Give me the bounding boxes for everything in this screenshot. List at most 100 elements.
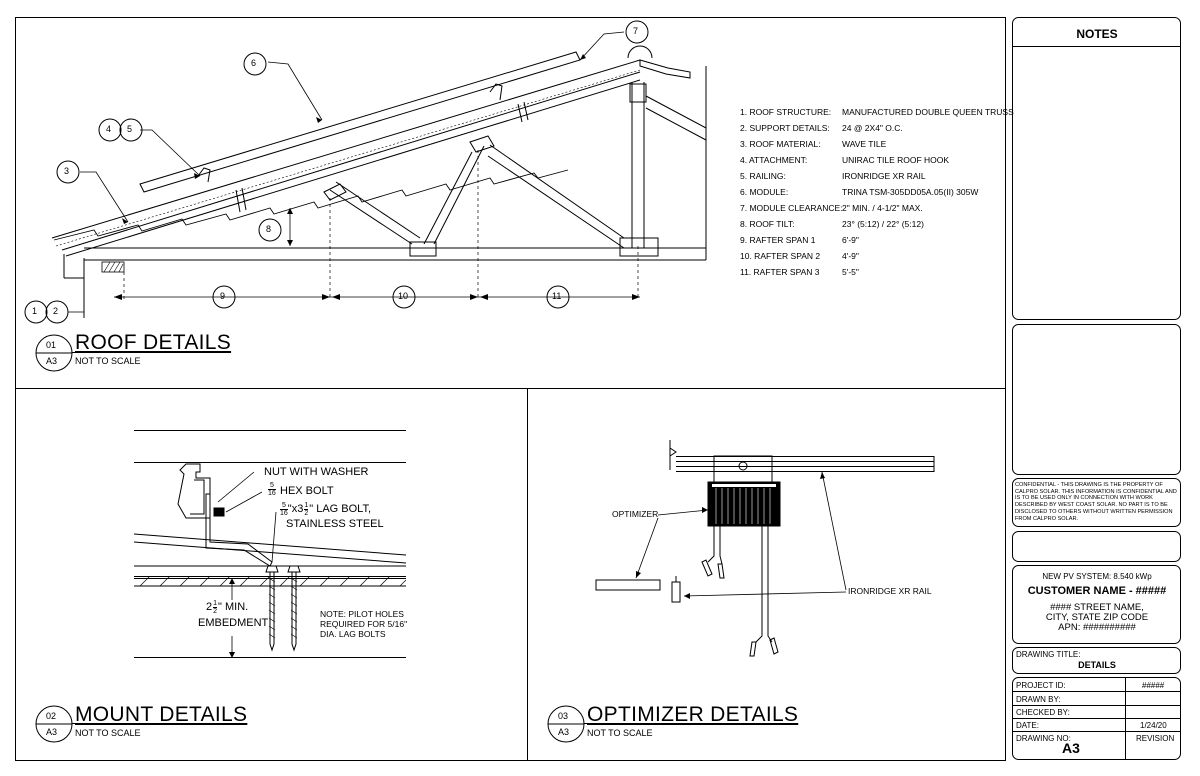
callout-5: 5 xyxy=(127,124,133,134)
spec-value: 5'-5" xyxy=(842,267,859,277)
optimizer-drawing xyxy=(595,440,935,657)
customer-name: CUSTOMER NAME - ##### xyxy=(1027,585,1167,597)
pilot-note-line3: DIA. LAG BOLTS xyxy=(320,629,386,639)
callout-1: 1 xyxy=(32,306,38,316)
callout-7: 7 xyxy=(633,26,639,36)
spec-label: 1. ROOF STRUCTURE: xyxy=(740,107,832,117)
spec-value: 24 @ 2X4" O.C. xyxy=(842,123,903,133)
callout-4: 4 xyxy=(106,124,112,134)
date-label: DATE: xyxy=(1016,721,1039,730)
city-state-zip: CITY, STATE ZIP CODE xyxy=(1045,611,1149,623)
callout-6: 6 xyxy=(251,58,257,68)
emb-fraction: 1 2 xyxy=(213,600,218,615)
hex-frac-num: 5 xyxy=(269,482,274,489)
roof-scale-note: NOT TO SCALE xyxy=(75,356,141,366)
callout-8: 8 xyxy=(266,224,272,234)
drawing-title-value: DETAILS xyxy=(1078,660,1116,670)
logo-box xyxy=(1012,531,1181,562)
mount-section-drawing xyxy=(133,430,407,658)
spec-label: 7. MODULE CLEARANCE: xyxy=(740,203,843,213)
hex-bolt-fraction: 5 16 xyxy=(268,482,276,497)
project-id-value: ##### xyxy=(1142,681,1165,690)
roof-detail-number: 01 xyxy=(46,340,57,350)
optimizer-detail-number: 03 xyxy=(558,711,569,721)
spec-value: UNIRAC TILE ROOF HOOK xyxy=(842,155,950,165)
spec-label: 6. MODULE: xyxy=(740,187,789,197)
spec-value: MANUFACTURED DOUBLE QUEEN TRUSS xyxy=(842,107,1014,117)
drawing-no-label: DRAWING NO: xyxy=(1016,734,1071,743)
lag-half-den: 2 xyxy=(304,509,309,517)
spec-label: 8. ROOF TILT: xyxy=(740,219,795,229)
project-id-label: PROJECT ID: xyxy=(1016,681,1066,690)
spec-value: 4'-9" xyxy=(842,251,859,261)
roof-section-drawing xyxy=(51,31,707,318)
embedment-label: 2 1 2 " MIN. xyxy=(206,600,248,615)
spec-value: 6'-9" xyxy=(842,235,859,245)
street-address: #### STREET NAME, xyxy=(1050,602,1144,613)
roof-details-title: ROOF DETAILS xyxy=(75,331,232,354)
stainless-steel-label: STAINLESS STEEL xyxy=(286,518,384,530)
emb-whole: 2 xyxy=(206,601,213,613)
mount-details-title: MOUNT DETAILS xyxy=(75,703,248,726)
spec-value: TRINA TSM-305DD05A.05(II) 305W xyxy=(842,187,979,197)
nut-with-washer-label: NUT WITH WASHER xyxy=(264,466,369,478)
lag-rest: " LAG BOLT, xyxy=(309,503,372,515)
lag-half-num: 1 xyxy=(304,502,309,509)
callout-11: 11 xyxy=(552,291,562,301)
callout-10: 10 xyxy=(398,291,409,301)
callout-9: 9 xyxy=(220,291,226,301)
drawing-no-value: A3 xyxy=(1062,740,1080,756)
spec-label: 11. RAFTER SPAN 3 xyxy=(740,267,820,277)
emb-rest: " MIN. xyxy=(218,601,249,613)
ironridge-rail-label: IRONRIDGE XR RAIL xyxy=(848,586,932,596)
lag-fraction: 5 16 xyxy=(280,502,288,517)
optimizer-details-title: OPTIMIZER DETAILS xyxy=(587,703,799,726)
mount-scale-note: NOT TO SCALE xyxy=(75,728,141,738)
lag-bolt-label: 5 16 "x3 1 2 " LAG BOLT, xyxy=(280,502,371,517)
mount-sheet-ref: A3 xyxy=(46,727,58,737)
stamp-box xyxy=(1012,324,1181,475)
mount-detail-number: 02 xyxy=(46,711,57,721)
spec-label: 2. SUPPORT DETAILS: xyxy=(740,123,830,133)
callout-2: 2 xyxy=(53,306,59,316)
revision-label: REVISION xyxy=(1136,734,1175,743)
drawing-title-label: DRAWING TITLE: xyxy=(1016,650,1081,659)
hex-frac-den: 16 xyxy=(268,489,276,497)
lag-half: 1 2 xyxy=(304,502,309,517)
spec-label: 5. RAILING: xyxy=(740,171,786,181)
notes-header: NOTES xyxy=(1076,27,1118,41)
roof-callout-circles xyxy=(24,20,649,324)
pilot-note-line1: NOTE: PILOT HOLES xyxy=(320,609,404,619)
spec-label: 3. ROOF MATERIAL: xyxy=(740,139,821,149)
emb-num: 1 xyxy=(213,600,218,607)
optimizer-label: OPTIMIZER xyxy=(612,509,659,519)
embedment-line2: EMBEDMENT xyxy=(198,617,269,629)
date-value: 1/24/20 xyxy=(1140,721,1167,730)
spec-value: IRONRIDGE XR RAIL xyxy=(842,171,926,181)
spec-label: 9. RAFTER SPAN 1 xyxy=(740,235,816,245)
info-box xyxy=(1012,677,1181,760)
lag-frac-den: 16 xyxy=(280,509,288,517)
drawing-title-box xyxy=(1012,647,1181,674)
address-block: #### STREET NAME, CITY, STATE ZIP CODE A… xyxy=(1013,603,1181,633)
drawn-by-label: DRAWN BY: xyxy=(1016,695,1061,704)
system-size: NEW PV SYSTEM: 8.540 kWp xyxy=(1042,572,1152,581)
notes-box xyxy=(1012,17,1181,320)
lag-frac-num: 5 xyxy=(281,502,286,509)
lag-x: "x3 xyxy=(287,503,304,515)
checked-by-label: CHECKED BY: xyxy=(1016,708,1070,717)
spec-value: WAVE TILE xyxy=(842,139,887,149)
spec-label: 4. ATTACHMENT: xyxy=(740,155,808,165)
confidential-box xyxy=(1012,478,1181,527)
callout-3: 3 xyxy=(64,166,70,176)
customer-box xyxy=(1012,565,1181,644)
spec-value: 23° (5:12) / 22° (5:12) xyxy=(842,219,924,229)
detail-bubbles xyxy=(35,334,782,743)
roof-sheet-ref: A3 xyxy=(46,356,58,366)
confidential-text: CONFIDENTIAL - THIS DRAWING IS THE PROPE… xyxy=(1015,482,1177,522)
spec-value: 2" MIN. / 4-1/2" MAX. xyxy=(842,203,923,213)
optimizer-sheet-ref: A3 xyxy=(558,727,570,737)
optimizer-scale-note: NOT TO SCALE xyxy=(587,728,653,738)
spec-label: 10. RAFTER SPAN 2 xyxy=(740,251,821,261)
apn-number: APN: ########## xyxy=(1058,621,1136,633)
